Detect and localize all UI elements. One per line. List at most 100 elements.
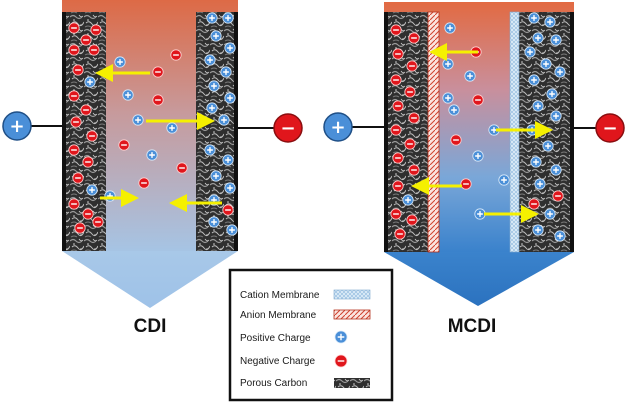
- negative-ion-mcdi-4: [390, 74, 402, 86]
- negative-ion-mcdi-0: [390, 24, 402, 36]
- negative-ion-cdi-10: [68, 144, 80, 156]
- legend-positive-ion: [334, 330, 348, 344]
- legend-anion-membrane-swatch: [333, 309, 371, 320]
- positive-ion-mcdi-39: [532, 100, 544, 112]
- mcdi-title: MCDI: [448, 316, 497, 337]
- mcdi-ions: [390, 12, 566, 242]
- cdi-title: CDI: [134, 316, 167, 337]
- positive-ion-cdi-27: [146, 149, 158, 161]
- negative-ion-mcdi-9: [404, 138, 416, 150]
- negative-ion-mcdi-47: [528, 198, 540, 210]
- positive-ion-cdi-13: [86, 184, 98, 196]
- negative-ion-cdi-16: [92, 216, 104, 228]
- negative-ion-mcdi-15: [406, 214, 418, 226]
- negative-ion-cdi-6: [68, 90, 80, 102]
- positive-ion-mcdi-28: [498, 174, 510, 186]
- negative-ion-cdi-7: [80, 104, 92, 116]
- positive-ion-cdi-33: [210, 30, 222, 42]
- positive-ion-mcdi-49: [532, 224, 544, 236]
- negative-ion-cdi-14: [68, 198, 80, 210]
- positive-ion-mcdi-24: [488, 124, 500, 136]
- cdi-positive-terminal-symbol: +: [9, 116, 24, 137]
- mcdi-left-current-collector: [384, 12, 388, 252]
- positive-ion-mcdi-22: [442, 92, 454, 104]
- positive-ion-mcdi-17: [444, 22, 456, 34]
- positive-ion-mcdi-40: [550, 110, 562, 122]
- mcdi-ion-arrows: [411, 43, 553, 223]
- negative-ion-cdi-11: [82, 156, 94, 168]
- negative-ion-cdi-29: [138, 177, 150, 189]
- negative-ion-mcdi-7: [408, 112, 420, 124]
- negative-ion-cdi-28: [176, 162, 188, 174]
- cdi-negative-terminal-symbol: −: [280, 118, 295, 139]
- negative-ion-cdi-4: [72, 64, 84, 76]
- positive-ion-cdi-35: [204, 54, 216, 66]
- negative-ion-cdi-12: [72, 172, 84, 184]
- cdi-positive-terminal: +: [2, 111, 32, 141]
- positive-ion-cdi-37: [208, 80, 220, 92]
- negative-ion-mcdi-25: [450, 134, 462, 146]
- negative-ion-cdi-0: [68, 22, 80, 34]
- positive-ion-cdi-25: [166, 122, 178, 134]
- cdi-negative-terminal: −: [273, 113, 303, 143]
- mcdi-left-carbon-electrode: [384, 12, 428, 252]
- positive-ion-mcdi-50: [554, 230, 566, 242]
- positive-ion-mcdi-29: [474, 208, 486, 220]
- positive-ion-mcdi-20: [464, 70, 476, 82]
- positive-ion-cdi-41: [204, 144, 216, 156]
- legend: Cation Membrane Anion Membrane Positive …: [228, 268, 394, 402]
- positive-ion-mcdi-36: [554, 66, 566, 78]
- mcdi-outlet-funnel: [384, 252, 574, 306]
- positive-ion-cdi-47: [208, 216, 220, 228]
- cdi-right-current-collector: [234, 12, 238, 251]
- negative-ion-mcdi-2: [392, 48, 404, 60]
- positive-ion-mcdi-45: [534, 178, 546, 190]
- cdi-ion-arrows: [95, 64, 222, 212]
- legend-negative-charge-symbol: [334, 354, 348, 368]
- positive-ion-cdi-48: [226, 224, 238, 236]
- positive-ion-mcdi-43: [530, 156, 542, 168]
- positive-ion-mcdi-38: [546, 88, 558, 100]
- positive-ion-mcdi-26: [472, 150, 484, 162]
- negative-ion-cdi-18: [90, 24, 102, 36]
- positive-ion-cdi-34: [224, 42, 236, 54]
- positive-ion-mcdi-34: [524, 46, 536, 58]
- cdi-ions: [68, 12, 238, 236]
- cdi-outlet-funnel: [62, 251, 238, 308]
- positive-ion-cdi-20: [114, 56, 126, 68]
- cdi-left-current-collector: [62, 12, 66, 251]
- positive-ion-mcdi-13: [402, 194, 414, 206]
- mcdi-right-current-collector: [570, 12, 574, 252]
- mcdi-anion-membrane: [427, 11, 440, 253]
- legend-porous-carbon-label: Porous Carbon: [240, 378, 307, 389]
- positive-ion-mcdi-31: [544, 16, 556, 28]
- positive-ion-mcdi-48: [544, 208, 556, 220]
- cdi-panel: + − CDI: [2, 0, 303, 337]
- mcdi-positive-terminal: +: [323, 112, 353, 142]
- mcdi-negative-terminal-symbol: −: [602, 118, 617, 139]
- positive-ion-cdi-22: [122, 89, 134, 101]
- legend-cation-membrane-label: Cation Membrane: [240, 290, 320, 301]
- negative-ion-cdi-2: [68, 44, 80, 56]
- positive-ion-mcdi-44: [550, 164, 562, 176]
- legend-negative-charge-label: Negative Charge: [240, 356, 315, 367]
- negative-ion-cdi-15: [82, 208, 94, 220]
- positive-ion-mcdi-23: [448, 104, 460, 116]
- positive-ion-mcdi-42: [542, 140, 554, 152]
- positive-ion-cdi-5: [84, 76, 96, 88]
- legend-positive-charge-symbol: [334, 330, 348, 344]
- positive-ion-cdi-38: [224, 92, 236, 104]
- positive-ion-mcdi-35: [540, 58, 552, 70]
- legend-negative-ion: [334, 354, 348, 368]
- negative-ion-mcdi-8: [390, 124, 402, 136]
- negative-ion-mcdi-1: [408, 32, 420, 44]
- legend-porous-carbon-swatch: [334, 378, 370, 388]
- negative-ion-cdi-46: [222, 204, 234, 216]
- negative-ion-cdi-19: [170, 49, 182, 61]
- negative-ion-mcdi-12: [392, 180, 404, 192]
- negative-ion-mcdi-46: [552, 190, 564, 202]
- negative-ion-mcdi-27: [460, 178, 472, 190]
- negative-ion-cdi-23: [152, 94, 164, 106]
- positive-ion-cdi-31: [206, 12, 218, 24]
